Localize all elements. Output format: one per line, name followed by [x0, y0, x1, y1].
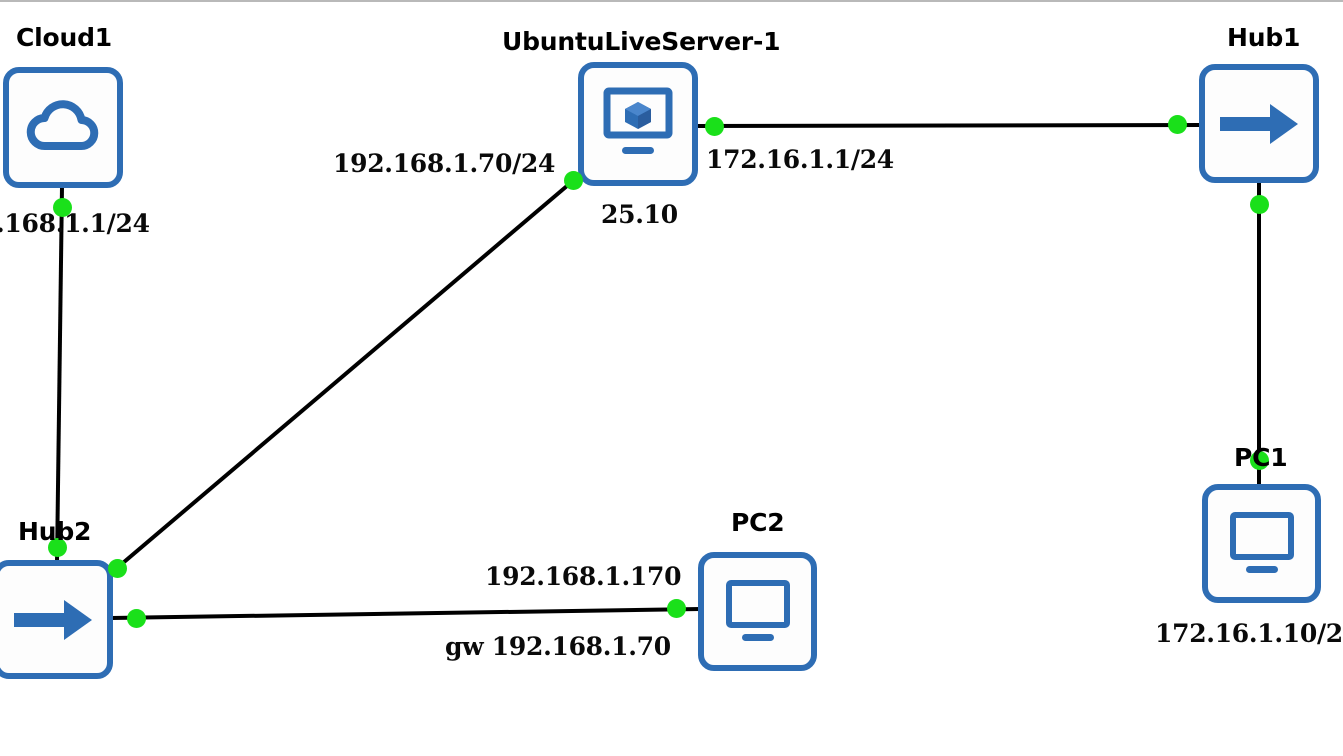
link-hub2-ubuntu[interactable] [115, 178, 576, 570]
port-hub1-bottom[interactable] [1249, 194, 1269, 214]
link-ubuntu-hub1[interactable] [696, 123, 1202, 128]
arrow-right-icon [1216, 96, 1302, 152]
port-pc1-top[interactable] [1249, 450, 1269, 470]
iface-label-ubuntu-right-addr: 172.16.1.1/24 [706, 145, 894, 174]
link-cloud1-hub2[interactable] [55, 186, 64, 563]
port-ubuntu-right[interactable] [704, 116, 724, 136]
iface-label-ubuntu-left-addr: 192.168.1.70/24 [333, 149, 556, 178]
desktop-icon [719, 578, 797, 646]
node-hub1[interactable] [1199, 64, 1319, 183]
iface-label-ubuntu-bottom-addr: 25.10 [601, 200, 678, 229]
node-pc1[interactable] [1202, 484, 1321, 603]
node-pc2[interactable] [698, 552, 817, 671]
node-label-pc2: PC2 [731, 508, 785, 537]
port-hub1-left[interactable] [1167, 114, 1187, 134]
cloud-icon [21, 86, 105, 170]
node-label-ubuntu: UbuntuLiveServer-1 [502, 27, 781, 56]
node-label-hub2: Hub2 [18, 517, 92, 546]
iface-label-pc1-addr: 172.16.1.10/2 [1155, 619, 1343, 648]
node-label-hub1: Hub1 [1227, 23, 1301, 52]
port-hub2-right[interactable] [126, 608, 146, 628]
port-cloud1[interactable] [52, 197, 72, 217]
port-ubuntu-left[interactable] [563, 170, 583, 190]
arrow-right-icon [10, 592, 96, 648]
node-cloud1[interactable] [3, 67, 123, 188]
node-label-cloud1: Cloud1 [16, 23, 112, 52]
port-hub2-diag[interactable] [107, 558, 127, 578]
port-pc2-left[interactable] [666, 598, 686, 618]
iface-label-pc2-gw: gw 192.168.1.70 [445, 632, 671, 661]
node-hub2[interactable] [0, 560, 113, 679]
node-label-pc1: PC1 [1234, 443, 1288, 472]
server-monitor-icon [598, 87, 678, 161]
iface-label-cloud1-addr: .168.1.1/24 [0, 209, 150, 238]
port-hub2-top[interactable] [47, 537, 67, 557]
iface-label-pc2-addr: 192.168.1.170 [485, 562, 682, 591]
desktop-icon [1223, 510, 1301, 578]
link-hub2-pc2[interactable] [111, 607, 701, 620]
node-ubuntu[interactable] [578, 62, 698, 186]
